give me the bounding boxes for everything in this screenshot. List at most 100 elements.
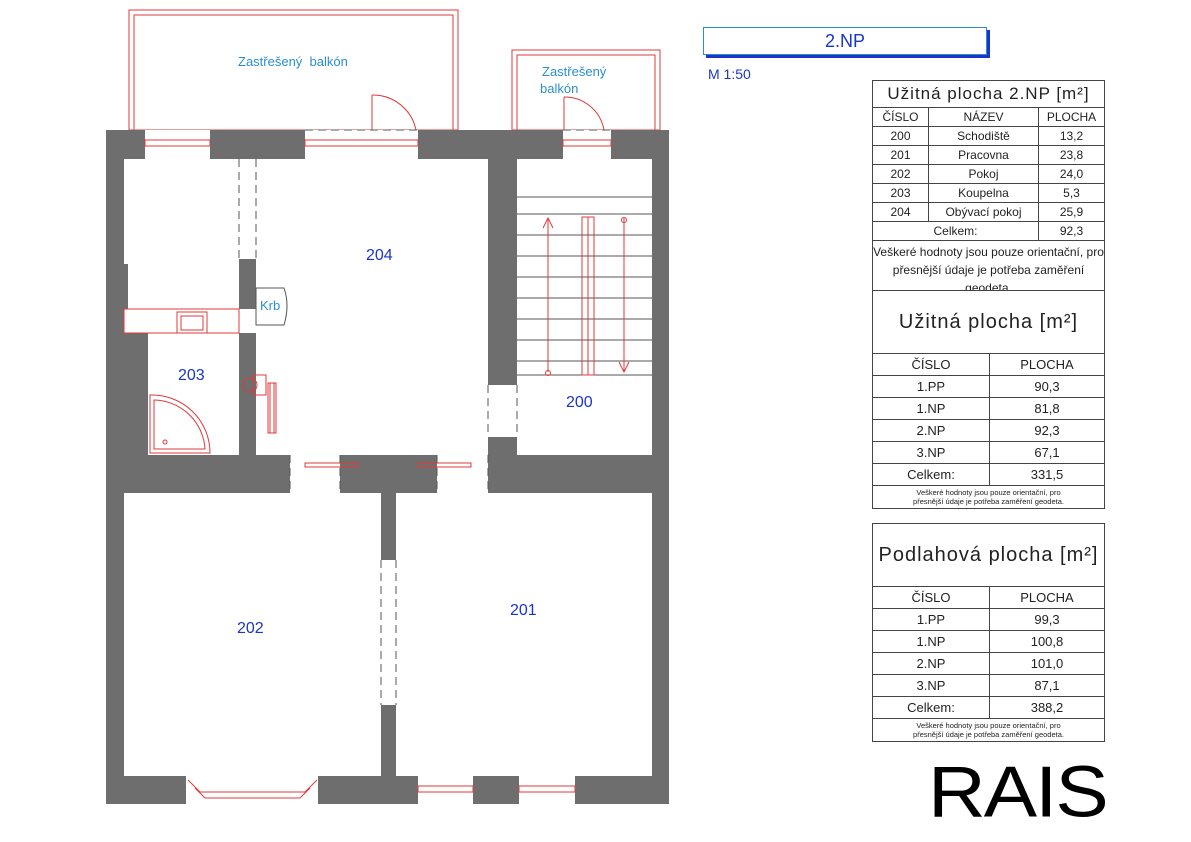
cell: 5,3 — [1038, 183, 1105, 203]
logo-text: RAIS — [928, 751, 1109, 832]
total-label: Celkem: — [872, 221, 1039, 241]
cell: Koupelna — [928, 183, 1039, 203]
col-header: ČÍSLO — [872, 586, 990, 609]
bath-fixtures — [123, 308, 277, 454]
table-total-row: Celkem:388,2 — [872, 696, 1105, 719]
bath-wall-top — [239, 259, 256, 309]
col-header: PLOCHA — [1038, 107, 1105, 127]
balcony-left-label: Zastřešený balkón — [238, 54, 348, 69]
table-total-row: Celkem:92,3 — [872, 221, 1105, 241]
cell: 1.PP — [872, 375, 990, 398]
table-total-row: Celkem:331,5 — [872, 463, 1105, 486]
cell: 100,8 — [989, 630, 1105, 653]
note-line: Veškeré hodnoty jsou pouze orientační, p… — [916, 488, 1061, 497]
cell: 201 — [872, 145, 929, 165]
stair-arrows — [542, 216, 630, 376]
cell: 1.NP — [872, 397, 990, 420]
col-header: ČÍSLO — [872, 107, 929, 127]
room-label-201: 201 — [510, 602, 537, 619]
note-line: přesnější údaje je potřeba zaměření geod… — [913, 497, 1064, 506]
room-label-204: 204 — [366, 247, 393, 264]
cell: 67,1 — [989, 441, 1105, 464]
cell: 81,8 — [989, 397, 1105, 420]
bath-wall-side — [130, 333, 148, 455]
col-header: PLOCHA — [989, 353, 1105, 376]
room-label-202: 202 — [237, 620, 264, 637]
total-value: 388,2 — [989, 696, 1105, 719]
room-label-200: 200 — [566, 394, 593, 411]
table-header-row: ČÍSLO PLOCHA — [872, 586, 1105, 609]
cell: 203 — [872, 183, 929, 203]
cell: Pokoj — [928, 164, 1039, 184]
cell: 25,9 — [1038, 202, 1105, 222]
room-label-203: 203 — [178, 367, 205, 384]
total-value: 92,3 — [1038, 221, 1105, 241]
cell: 200 — [872, 126, 929, 146]
note-line: Veškeré hodnoty jsou pouze orientační, p… — [873, 245, 1104, 259]
col-header: ČÍSLO — [872, 353, 990, 376]
cell: 13,2 — [1038, 126, 1105, 146]
cell: Schodiště — [928, 126, 1039, 146]
cell: 99,3 — [989, 608, 1105, 631]
total-label: Celkem: — [872, 463, 990, 486]
floor-area-table-2np: Užitná plocha 2.NP [m²] ČÍSLO NÁZEV PLOC… — [872, 80, 1105, 300]
cell: 87,1 — [989, 674, 1105, 697]
table-caption: Podlahová plocha [m²] — [872, 523, 1105, 587]
cell: Obývací pokoj — [928, 202, 1039, 222]
scale-label: M 1:50 — [708, 66, 751, 82]
table-caption: Užitná plocha [m²] — [872, 290, 1105, 354]
col-header: NÁZEV — [928, 107, 1039, 127]
table-caption: Užitná plocha 2.NP [m²] — [872, 80, 1105, 108]
cell: 1.NP — [872, 630, 990, 653]
floor-plan: Krb Zastřešený balkón Zastřešený balkón … — [106, 9, 669, 804]
balcony-right — [511, 49, 661, 131]
table-note: Veškeré hodnoty jsou pouze orientační, p… — [872, 485, 1105, 509]
bath-wall-left — [122, 264, 128, 309]
cell: 101,0 — [989, 652, 1105, 675]
cell: 2.NP — [872, 652, 990, 675]
floor-title: 2.NP — [703, 27, 987, 55]
note-line: Veškeré hodnoty jsou pouze orientační, p… — [916, 721, 1061, 730]
cell: 24,0 — [1038, 164, 1105, 184]
cell: Pracovna — [928, 145, 1039, 165]
fireplace: Krb — [255, 287, 288, 326]
cell: 3.NP — [872, 441, 990, 464]
cell: 1.PP — [872, 608, 990, 631]
col-header: PLOCHA — [989, 586, 1105, 609]
table-header-row: ČÍSLO PLOCHA — [872, 353, 1105, 376]
table-header-row: ČÍSLO NÁZEV PLOCHA — [872, 107, 1105, 127]
total-value: 331,5 — [989, 463, 1105, 486]
cell: 2.NP — [872, 419, 990, 442]
total-label: Celkem: — [872, 696, 990, 719]
fireplace-label: Krb — [260, 298, 280, 313]
cell: 204 — [872, 202, 929, 222]
balcony-left — [128, 9, 459, 131]
cell: 3.NP — [872, 674, 990, 697]
cell: 202 — [872, 164, 929, 184]
cell: 92,3 — [989, 419, 1105, 442]
balcony-right-label-2: balkón — [540, 81, 578, 96]
note-line: přesnější údaje je potřeba zaměření geod… — [913, 730, 1064, 739]
balcony-right-label-1: Zastřešený — [542, 64, 607, 79]
cell: 23,8 — [1038, 145, 1105, 165]
dashed-openings — [238, 129, 611, 705]
cell: 90,3 — [989, 375, 1105, 398]
openings — [124, 130, 611, 804]
rais-logo: RAIS — [928, 751, 1109, 832]
staircase — [517, 196, 652, 376]
table-note: Veškeré hodnoty jsou pouze orientační, p… — [872, 718, 1105, 742]
